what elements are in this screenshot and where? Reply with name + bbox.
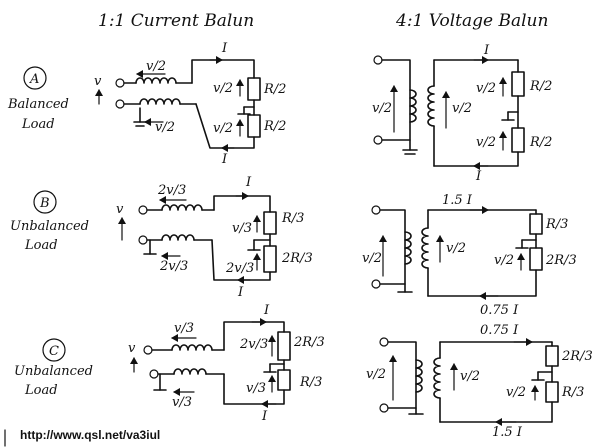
upper-resistor-value: R/2 <box>529 79 552 94</box>
case-c-line2: Load <box>24 383 58 398</box>
circuit-a-voltage-balun: v/2 v/2 I I v/2 R/2 v/2 R/2 <box>372 43 552 184</box>
case-b-letter: B <box>39 196 50 211</box>
resistor-upper <box>545 345 559 367</box>
load-current-top: 0.75 I <box>480 323 519 338</box>
lower-load-voltage: v/2 <box>476 135 496 150</box>
winding-secondary <box>421 227 429 269</box>
upper-resistor-value: 2R/3 <box>561 349 593 364</box>
winding-bottom-voltage: v/3 <box>172 395 192 410</box>
winding-bottom <box>161 234 195 241</box>
upper-resistor-value: R/3 <box>545 217 568 232</box>
winding-top <box>135 77 177 84</box>
winding-voltage: v/2 <box>446 241 466 256</box>
lower-load-voltage: v/3 <box>246 381 266 396</box>
resistor-upper <box>277 331 291 361</box>
load-current-bottom: I <box>237 285 244 300</box>
circuit-b-voltage-balun: v/2 v/2 1.5 I 0.75 I R/3 v/2 2R/3 <box>362 193 577 318</box>
upper-resistor-value: 2R/3 <box>293 335 325 350</box>
lower-resistor-value: 2R/3 <box>281 251 313 266</box>
resistor-upper <box>529 213 543 235</box>
winding-voltage: v/2 <box>452 101 472 116</box>
case-a-line2: Load <box>21 117 55 132</box>
resistor-lower <box>263 245 277 273</box>
lower-resistor-value: R/2 <box>263 119 286 134</box>
resistor-lower <box>277 369 291 391</box>
load-current-top: I <box>221 41 228 56</box>
winding-top-voltage: 2v/3 <box>157 183 186 198</box>
winding-bottom <box>173 368 207 375</box>
winding-secondary <box>427 85 435 127</box>
resistor-upper <box>511 71 525 97</box>
case-b-label: B Unbalanced Load <box>10 190 89 253</box>
load-current-top: 1.5 I <box>442 193 473 208</box>
resistor-upper <box>247 77 261 101</box>
winding-bottom-voltage: v/2 <box>155 120 175 135</box>
case-c-label: C Unbalanced Load <box>14 338 93 398</box>
input-voltage: v/2 <box>372 101 392 116</box>
upper-resistor-value: R/2 <box>263 82 286 97</box>
case-a-line1: Balanced <box>7 97 69 112</box>
winding-primary <box>404 231 412 265</box>
load-current-bottom: I <box>475 169 482 184</box>
lower-load-voltage: v/2 <box>494 253 514 268</box>
winding-primary <box>409 89 417 123</box>
resistor-lower <box>247 114 261 138</box>
winding-primary <box>415 359 423 393</box>
circuit-c-current-balun: v v/3 v/3 I I 2v/3 2R/3 v/3 R/3 <box>128 303 325 424</box>
circuit-a-current-balun: v v/2 v/2 I I v/2 R/2 v/2 R/2 <box>94 41 286 167</box>
case-c-line1: Unbalanced <box>14 364 93 379</box>
source-voltage-label: v <box>94 74 102 89</box>
resistor-lower <box>511 127 525 153</box>
winding-bottom-voltage: 2v/3 <box>159 259 188 274</box>
winding-secondary <box>433 357 441 399</box>
input-voltage: v/2 <box>362 251 382 266</box>
lower-load-voltage: v/2 <box>506 385 526 400</box>
resistor-upper <box>263 211 277 235</box>
load-current-top: I <box>263 303 270 318</box>
upper-resistor-value: R/3 <box>281 211 304 226</box>
case-b-line1: Unbalanced <box>10 219 89 234</box>
header-current-balun: 1:1 Current Balun <box>98 11 254 31</box>
source-voltage-label: v <box>116 202 124 217</box>
lower-resistor-value: R/3 <box>299 375 322 390</box>
lower-resistor-value: 2R/3 <box>545 253 577 268</box>
winding-voltage: v/2 <box>460 369 480 384</box>
resistor-lower <box>545 381 559 403</box>
winding-top-voltage: v/2 <box>146 59 166 74</box>
load-current-bottom: I <box>261 409 268 424</box>
upper-load-voltage: v/2 <box>213 81 233 96</box>
winding-bottom <box>139 98 181 105</box>
load-current-top: I <box>245 175 252 190</box>
footer-url[interactable]: http://www.qsl.net/va3iul <box>20 428 160 442</box>
load-current-bottom: 1.5 I <box>492 425 523 440</box>
lower-load-voltage: 2v/3 <box>225 261 254 276</box>
case-a-letter: A <box>29 72 39 87</box>
lower-resistor-value: R/3 <box>561 385 584 400</box>
case-b-line2: Load <box>24 238 58 253</box>
load-current-top: I <box>483 43 490 58</box>
source-voltage-label: v <box>128 341 136 356</box>
circuit-b-current-balun: v 2v/3 2v/3 I I v/3 R/3 2v/3 2R/3 <box>116 175 313 300</box>
header-voltage-balun: 4:1 Voltage Balun <box>395 11 548 31</box>
lower-load-voltage: v/2 <box>213 121 233 136</box>
upper-load-voltage: 2v/3 <box>239 337 268 352</box>
circuit-c-voltage-balun: v/2 v/2 0.75 I 1.5 I 2R/3 v/2 R/3 <box>366 323 593 440</box>
case-a-label: A Balanced Load <box>7 66 69 132</box>
resistor-lower <box>529 247 543 271</box>
upper-load-voltage: v/3 <box>232 221 252 236</box>
case-c-letter: C <box>49 344 59 359</box>
upper-load-voltage: v/2 <box>476 81 496 96</box>
winding-top <box>161 204 203 211</box>
winding-top <box>171 344 213 351</box>
load-current-bottom: I <box>221 152 228 167</box>
winding-top-voltage: v/3 <box>174 321 194 336</box>
load-current-bottom: 0.75 I <box>480 303 519 318</box>
lower-resistor-value: R/2 <box>529 135 552 150</box>
input-voltage: v/2 <box>366 367 386 382</box>
